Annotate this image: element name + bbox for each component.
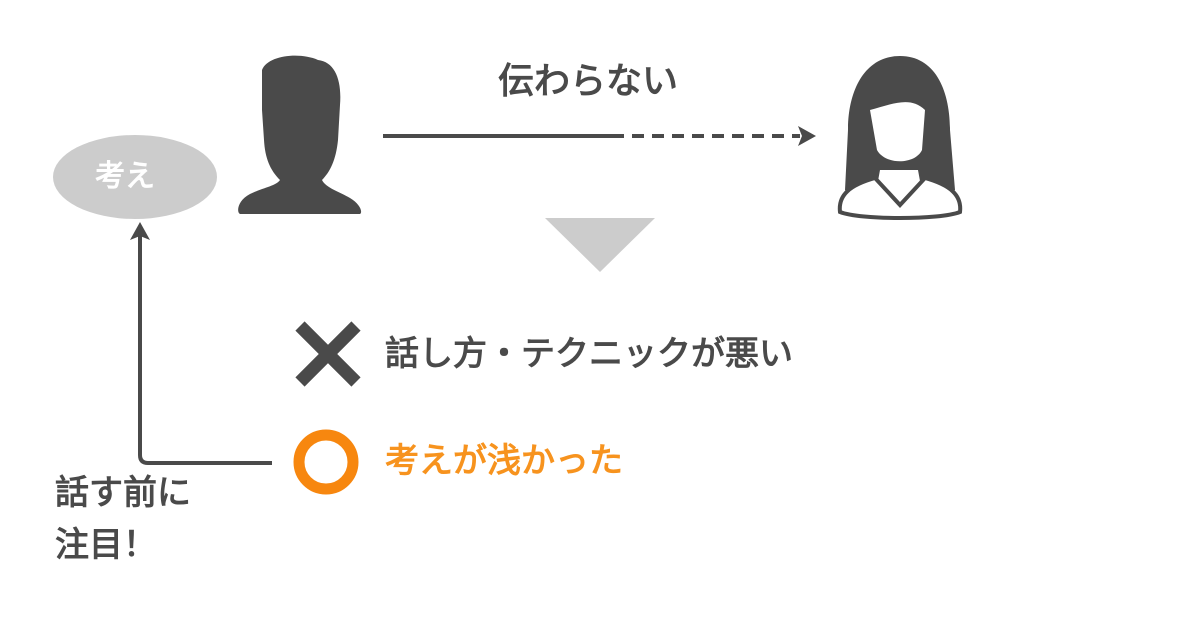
message-label: 伝わらない [498, 61, 679, 102]
feedback-arrow-head [130, 222, 150, 240]
man-icon [238, 55, 362, 215]
circle-icon [293, 429, 359, 495]
thought-bubble [53, 135, 217, 219]
wrong-item-label: 話し方・テクニックが悪い [385, 334, 793, 374]
down-triangle [545, 218, 655, 272]
cross-icon [295, 321, 361, 387]
note-line2: 注目！ [55, 525, 157, 565]
feedback-arrow [138, 232, 272, 465]
arrow-head [798, 126, 816, 146]
woman-icon [837, 56, 963, 220]
thought-label: 考え [95, 159, 155, 194]
note-line1: 話す前に [55, 473, 191, 513]
right-item-label: 考えが浅かった [385, 441, 623, 481]
